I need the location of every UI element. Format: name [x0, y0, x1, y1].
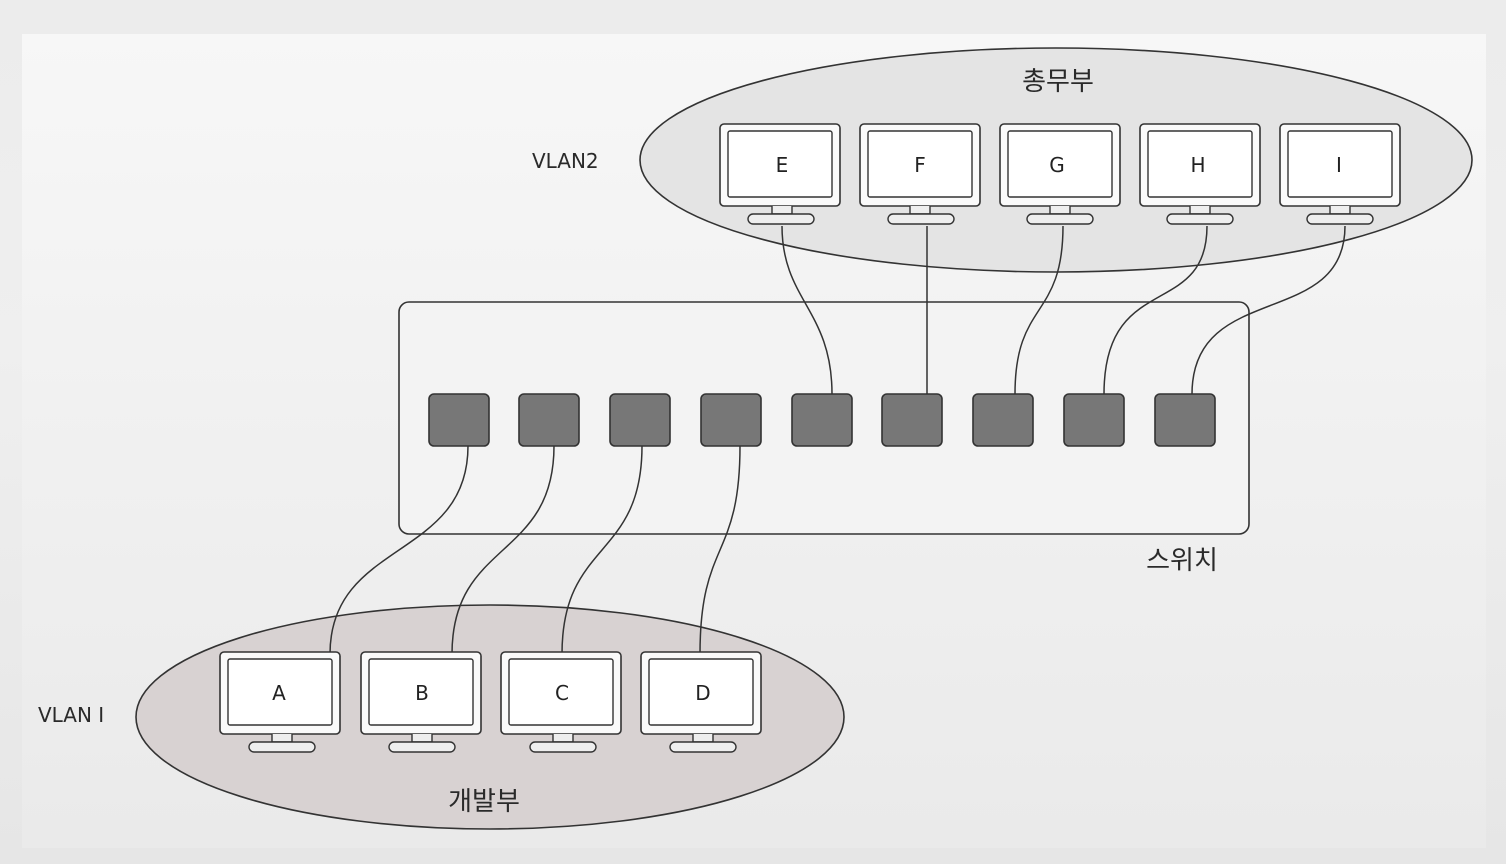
computer-label-c: C: [555, 681, 569, 705]
computer-label-a: A: [272, 681, 286, 705]
computer-label-g: G: [1049, 153, 1065, 177]
computer-label-d: D: [695, 681, 710, 705]
monitor-f: F: [859, 123, 981, 225]
cables: [329, 225, 1346, 655]
switch-port: [972, 393, 1034, 447]
monitor-b: B: [360, 651, 482, 753]
vlan1-group-name: 개발부: [448, 787, 520, 817]
switch-port: [428, 393, 490, 447]
monitor-i: I: [1279, 123, 1401, 225]
cable-c: [561, 445, 643, 655]
monitor-g: G: [999, 123, 1121, 225]
computer-label-e: E: [776, 153, 789, 177]
switch-port: [700, 393, 762, 447]
computer-label-f: F: [914, 153, 926, 177]
monitor-d: D: [640, 651, 762, 753]
switch-port: [518, 393, 580, 447]
computer-label-h: H: [1190, 153, 1205, 177]
switch-port: [609, 393, 671, 447]
vlan2-group-name: 총무부: [1022, 67, 1094, 97]
monitor-c: C: [500, 651, 622, 753]
switch-ports: [428, 393, 1216, 447]
computer-label-b: B: [415, 681, 429, 705]
cable-b: [451, 445, 555, 655]
vlan2-label: VLAN2: [532, 149, 599, 173]
cable-d: [699, 445, 741, 655]
monitor-h: H: [1139, 123, 1261, 225]
cable-h: [1103, 225, 1208, 395]
cable-g: [1014, 225, 1064, 395]
monitor-a: A: [219, 651, 341, 753]
switch-port: [1063, 393, 1125, 447]
cable-a: [329, 445, 469, 655]
switch-label: 스위치: [1146, 546, 1218, 576]
monitor-e: E: [719, 123, 841, 225]
vlan1-label: VLAN I: [38, 703, 104, 727]
switch-port: [881, 393, 943, 447]
computer-label-i: I: [1336, 153, 1342, 177]
cable-i: [1191, 225, 1346, 395]
switch-port: [791, 393, 853, 447]
cable-e: [781, 225, 833, 395]
switch-port: [1154, 393, 1216, 447]
